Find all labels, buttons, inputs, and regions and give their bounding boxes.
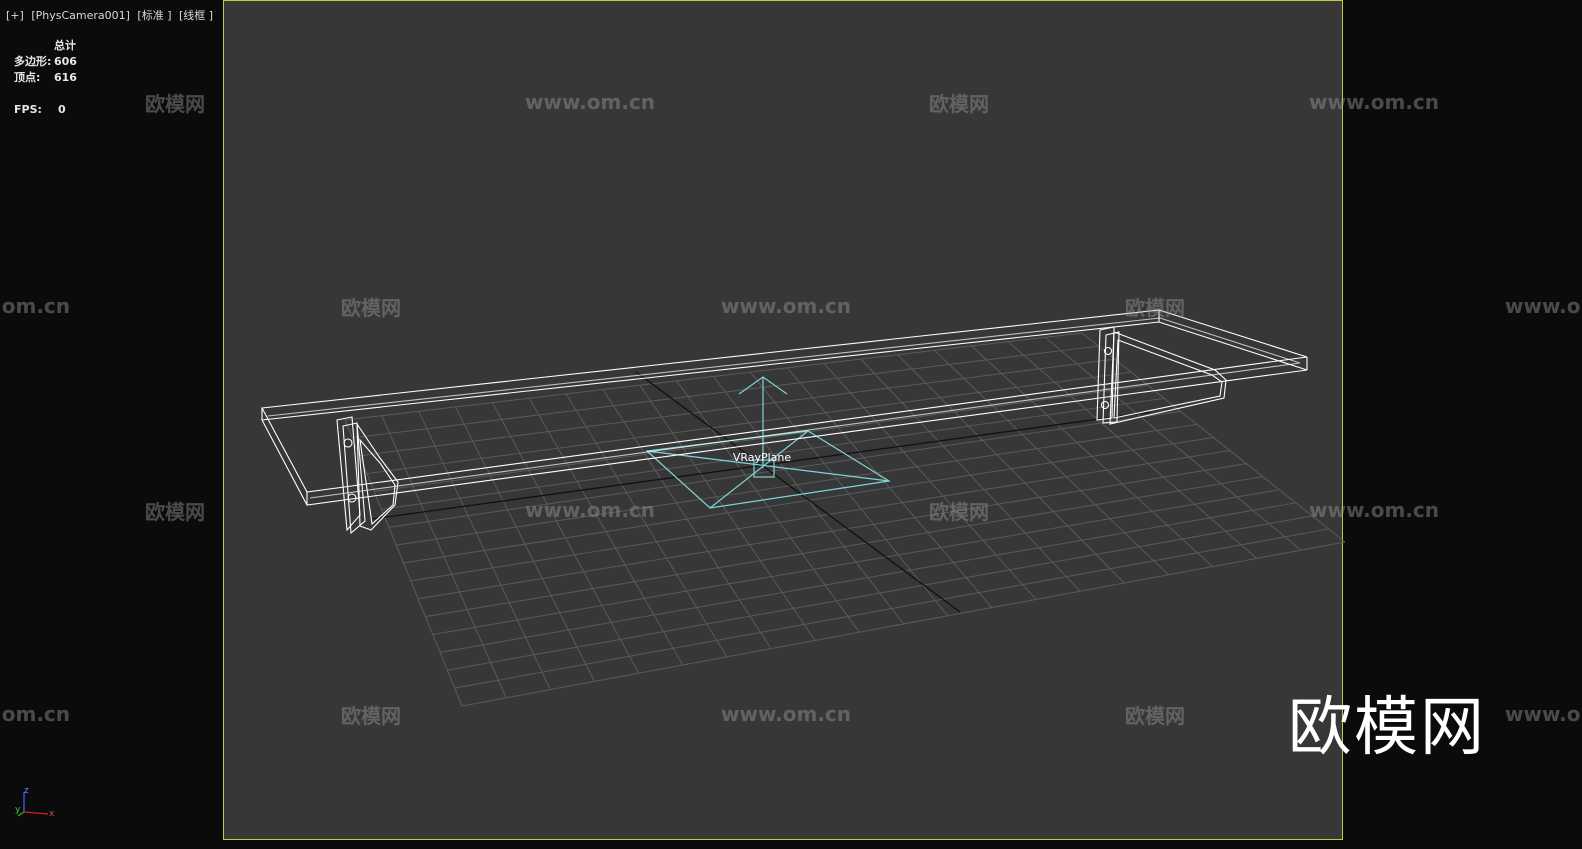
grid-line — [410, 450, 1231, 582]
grid-line — [447, 515, 1313, 671]
axis-z-label: z — [24, 786, 29, 796]
stats-vertices-row: 顶点: 616 — [14, 70, 77, 86]
stats-header: 总计 — [54, 39, 76, 52]
shelf-bracket-left[interactable] — [336, 416, 399, 535]
fps-value: 0 — [58, 103, 66, 116]
watermark-brand: 欧模网 — [341, 296, 401, 320]
axis-x-label: x — [49, 809, 55, 819]
watermark-brand: 欧模网 — [1125, 296, 1185, 320]
watermark-url: www.om.cn — [721, 702, 852, 726]
watermark-url: www.om.cn — [0, 702, 71, 726]
watermark-url: www.om.cn — [721, 294, 852, 318]
grid-line — [374, 384, 1148, 492]
shelf-bracket-right[interactable] — [1096, 326, 1227, 425]
watermark-url: www.om.cn — [1309, 90, 1440, 114]
axis-tripod-icon: z y x — [15, 786, 55, 819]
grid-line — [359, 358, 1115, 457]
watermark-url: www.om.cn — [1309, 498, 1440, 522]
stats-polygons-row: 多边形: 606 — [14, 54, 77, 70]
viewport-shading-menu[interactable]: [标准 ] — [137, 9, 172, 22]
grid-line — [388, 410, 1181, 528]
viewport-label: [+] [PhysCamera001] [标准 ] [线框 ] — [6, 7, 217, 23]
watermark-brand: 欧模网 — [145, 500, 205, 524]
watermark-brand: 欧模网 — [929, 92, 989, 116]
grid-line — [454, 528, 1329, 689]
statistics-overlay: 总计 多边形: 606 顶点: 616 FPS: 0 — [14, 38, 77, 118]
grid-line — [344, 332, 1083, 421]
vray-plane-label[interactable]: VRayPlane — [733, 451, 792, 464]
grid-line — [366, 371, 1132, 475]
grid-line — [425, 476, 1263, 618]
watermark-brand: 欧模网 — [145, 92, 205, 116]
grid-line — [432, 489, 1280, 635]
render-safe-frame[interactable] — [223, 0, 1343, 840]
watermark-brand: 欧模网 — [1125, 704, 1185, 728]
stats-fps-row: FPS: 0 — [14, 102, 77, 118]
vertices-label: 顶点: — [14, 71, 41, 84]
polygons-value: 606 — [54, 55, 77, 68]
grid-line — [381, 397, 1165, 510]
axis-y-label: y — [15, 805, 21, 815]
viewport-display-menu[interactable]: [线框 ] — [179, 9, 214, 22]
watermark-url: www.om.cn — [525, 498, 656, 522]
grid-line — [439, 502, 1296, 653]
vertices-value: 616 — [54, 71, 77, 84]
shelf-board[interactable] — [261, 309, 1308, 506]
watermark-brand-logo: 欧模网 — [1288, 691, 1486, 765]
watermark-brand: 欧模网 — [341, 704, 401, 728]
home-grid — [344, 332, 1346, 707]
watermark-url: www.om.cn — [1505, 702, 1582, 726]
viewport-camera-menu[interactable]: [PhysCamera001] — [31, 9, 130, 22]
watermark-url: www.om.cn — [1505, 294, 1582, 318]
watermark-url: www.om.cn — [0, 294, 71, 318]
polygons-label: 多边形: — [14, 55, 52, 68]
watermark-brand: 欧模网 — [929, 500, 989, 524]
grid-line — [352, 345, 1099, 439]
grid-line — [418, 463, 1247, 600]
grid-line — [461, 541, 1346, 707]
viewport-plus-menu[interactable]: [+] — [6, 9, 24, 22]
watermark-url: www.om.cn — [525, 90, 656, 114]
grid-line — [396, 423, 1198, 546]
fps-label: FPS: — [14, 103, 42, 116]
